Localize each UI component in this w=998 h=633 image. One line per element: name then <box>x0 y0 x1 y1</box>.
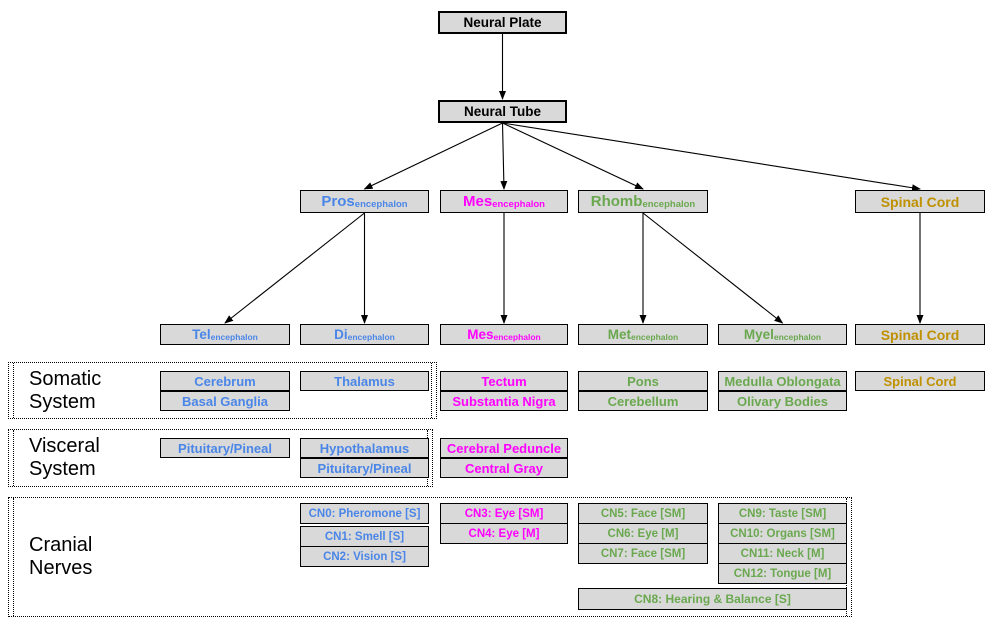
node-label: Di <box>334 327 348 342</box>
node-cn5-face: CN5: Face [SM] <box>578 503 708 524</box>
label-line: Visceral <box>29 435 100 457</box>
node-sublabel: encephalon <box>210 331 258 342</box>
node-cn4-eye: CN4: Eye [M] <box>440 523 568 544</box>
node-cn3-eye: CN3: Eye [SM] <box>440 503 568 524</box>
node-spinal-cord-secondary: Spinal Cord <box>855 324 985 345</box>
node-label: Pros <box>321 193 355 210</box>
node-neural-tube: Neural Tube <box>438 100 567 123</box>
node-pituitary-pineal-di: Pituitary/Pineal <box>300 458 429 478</box>
node-cerebellum: Cerebellum <box>578 391 708 411</box>
node-neural-plate: Neural Plate <box>438 11 567 34</box>
node-central-gray: Central Gray <box>440 458 568 478</box>
node-medulla-oblongata: Medulla Oblongata <box>718 371 847 391</box>
node-sublabel: encephalon <box>773 331 822 342</box>
node-sublabel: encephalon <box>493 331 541 342</box>
node-cn12-tongue: CN12: Tongue [M] <box>718 563 847 584</box>
node-label: Mes <box>467 327 494 342</box>
node-cn0-pheromone: CN0: Pheromone [S] <box>300 503 429 524</box>
node-label: Met <box>607 327 631 342</box>
node-cerebrum: Cerebrum <box>160 371 290 391</box>
somatic-system-label: Somatic System <box>29 368 101 414</box>
node-label: Myel <box>743 327 774 342</box>
node-sublabel: encephalon <box>631 331 679 342</box>
node-cn11-neck: CN11: Neck [M] <box>718 543 847 564</box>
node-olivary-bodies: Olivary Bodies <box>718 391 847 411</box>
node-hypothalamus: Hypothalamus <box>300 438 429 458</box>
node-cn9-taste: CN9: Taste [SM] <box>718 503 847 524</box>
node-cn2-vision: CN2: Vision [S] <box>300 546 429 567</box>
node-sublabel: encephalon <box>492 199 545 210</box>
node-cerebral-peduncle: Cerebral Peduncle <box>440 438 568 458</box>
node-spinal-cord-primary: Spinal Cord <box>855 190 985 213</box>
node-spinal-cord-somatic: Spinal Cord <box>855 371 985 391</box>
node-cn8-hearing-balance: CN8: Hearing & Balance [S] <box>578 588 847 610</box>
label-line: Nerves <box>29 557 93 579</box>
node-label: Rhomb <box>590 193 643 210</box>
label-line: System <box>29 458 96 480</box>
node-sublabel: encephalon <box>347 331 395 342</box>
node-label: Tel <box>192 327 211 342</box>
section-visceral-system: Visceral System <box>8 429 433 487</box>
node-tectum: Tectum <box>440 371 568 391</box>
node-pons: Pons <box>578 371 708 391</box>
section-somatic-system: Somatic System <box>8 362 437 419</box>
node-substantia-nigra: Substantia Nigra <box>440 391 568 411</box>
node-cn10-organs: CN10: Organs [SM] <box>718 523 847 544</box>
node-pituitary-pineal-tel: Pituitary/Pineal <box>160 438 290 458</box>
node-thalamus: Thalamus <box>300 371 429 391</box>
label-line: System <box>29 390 96 413</box>
node-cn1-smell: CN1: Smell [S] <box>300 526 429 547</box>
node-cn6-eye: CN6: Eye [M] <box>578 523 708 544</box>
node-sublabel: encephalon <box>354 199 408 210</box>
node-label: Mes <box>463 193 493 210</box>
cranial-nerves-label: Cranial Nerves <box>29 534 92 580</box>
node-cn7-face: CN7: Face [SM] <box>578 543 708 564</box>
label-line: Cranial <box>29 534 93 556</box>
node-basal-ganglia: Basal Ganglia <box>160 391 290 411</box>
node-sublabel: encephalon <box>642 199 696 210</box>
label-line: Somatic <box>29 367 102 390</box>
visceral-system-label: Visceral System <box>29 435 100 481</box>
